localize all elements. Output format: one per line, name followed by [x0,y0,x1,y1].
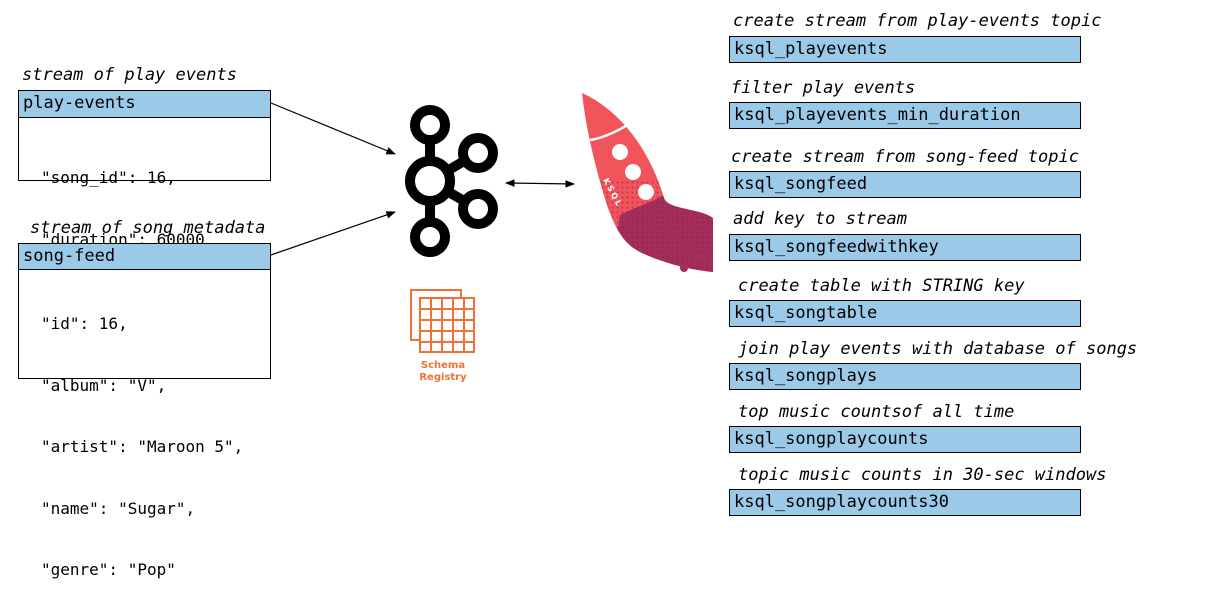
message-line: "genre": "Pop" [41,560,176,579]
stream-caption-songplays: join play events with database of songs [738,339,1138,359]
message-line: "name": "Sugar", [41,498,196,518]
stream-songfeedwithkey: ksql_songfeedwithkey [729,234,1081,261]
message-line: "id": 16, [41,314,128,333]
stream-songtable: ksql_songtable [729,300,1081,327]
arrow-play-to-kafka [270,102,396,155]
diagram-graphics: KSQL [270,93,713,353]
song-feed-message: "id": 16, "album": "V", "artist": "Maroo… [18,269,271,579]
schema-registry-label: Schema Registry [410,360,476,384]
stream-caption-songtable: create table with STRING key [738,276,1025,296]
stream-songplays: ksql_songplays [729,363,1081,390]
stream-caption-playevents: create stream from play-events topic [733,11,1102,31]
play-events-caption: stream of play events [22,65,237,85]
song-feed-caption: stream of song metadata [30,218,266,238]
stream-caption-playevents-min-duration: filter play events [731,78,916,98]
stream-caption-songplaycounts30: topic music counts in 30-sec windows [738,465,1107,485]
stream-caption-songplaycounts: top music countsof all time [738,402,1015,422]
stream-songplaycounts: ksql_songplaycounts [729,426,1081,453]
message-line: "song_id": 16, [41,168,176,187]
arrow-kafka-ksql [505,179,575,188]
schema-registry-icon [410,289,475,353]
schema-registry-line1: Schema [420,360,466,371]
message-line: "album": "V", [41,375,167,395]
kafka-icon [405,105,498,257]
stream-playevents-min-duration: ksql_playevents_min_duration [729,102,1081,129]
song-feed-topic: song-feed [18,243,271,270]
stream-caption-songfeed: create stream from song-feed topic [731,147,1079,167]
stream-playevents: ksql_playevents [729,36,1081,63]
stream-songplaycounts30: ksql_songplaycounts30 [729,489,1081,516]
stream-caption-songfeedwithkey: add key to stream [733,209,907,229]
stream-songfeed: ksql_songfeed [729,171,1081,198]
play-events-message: "song_id": 16, "duration": 60000 [18,117,271,249]
arrow-song-to-kafka [270,211,396,256]
schema-registry-line2: Registry [419,372,467,383]
ksql-rocket-icon: KSQL [582,93,713,272]
message-line: "artist": "Maroon 5", [41,437,244,456]
